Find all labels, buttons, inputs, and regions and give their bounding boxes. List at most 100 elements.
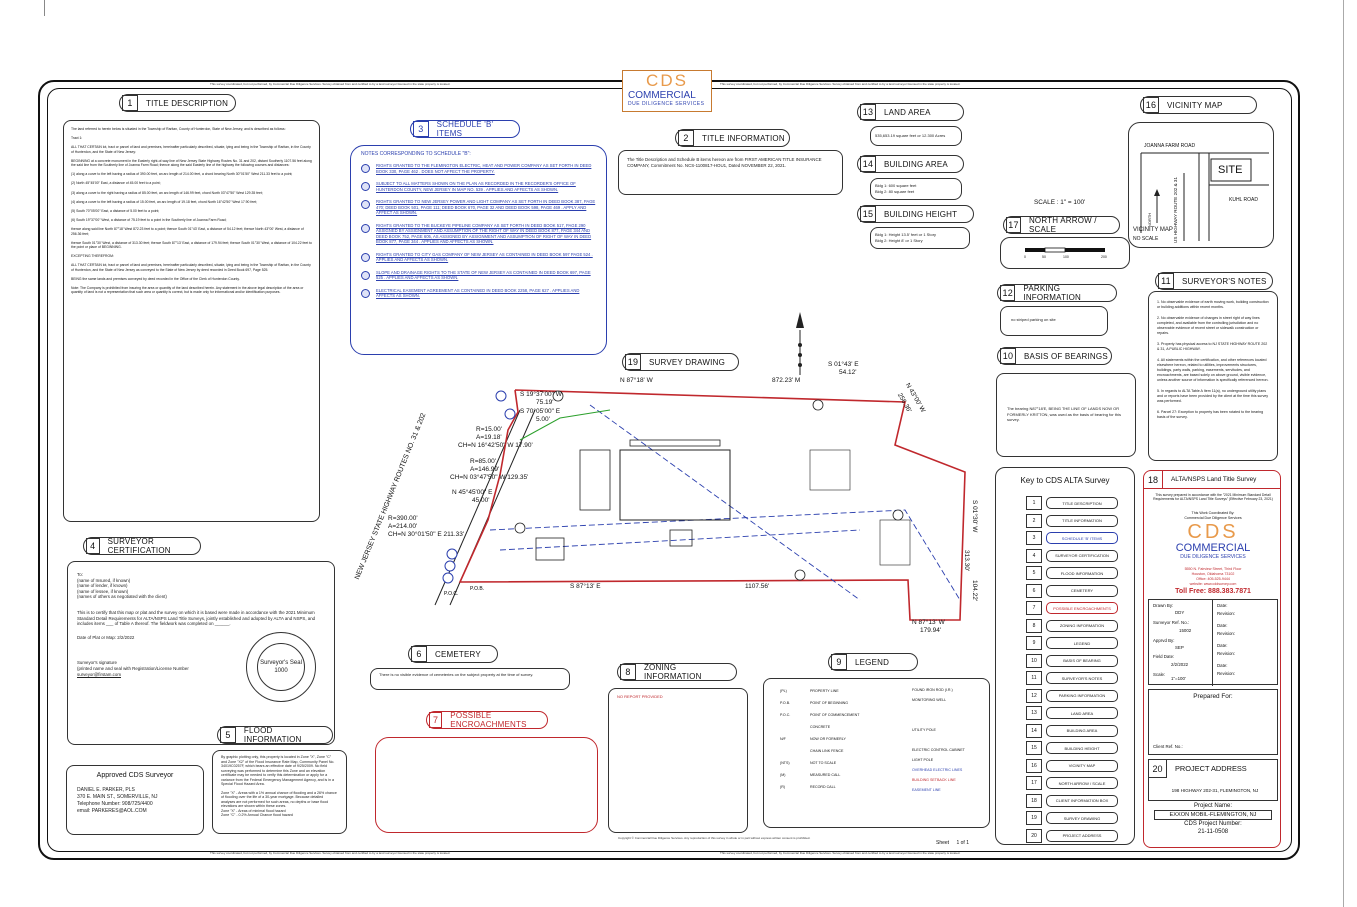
cds-logo: CDS COMMERCIAL DUE DILIGENCE SERVICES — [622, 70, 712, 112]
schedule-b-item-text: RIGHTS GRANTED TO NEW JERSEY POWER AND L… — [376, 199, 596, 215]
legend-label: BUILDING SETBACK LINE — [912, 778, 956, 782]
approved-surveyor-box: Approved CDS Surveyor DANIEL E. PARKER, … — [66, 765, 204, 835]
key-item: 7 POSSIBLE ENCROACHMENTS — [1026, 601, 1134, 615]
key-item-number: 19 — [1026, 811, 1042, 825]
key-item-label: LAND AREA — [1046, 707, 1118, 719]
key-item-label: PARKING INFORMATION — [1046, 689, 1118, 702]
legal-paragraph: (3) along a curve to the right having a … — [71, 190, 263, 195]
legend-item: P.O.C.POINT OF COMMENCEMENT — [780, 709, 880, 721]
client-box-toll: Toll Free: 888.383.7871 — [1175, 588, 1251, 595]
schedule-b-item-text: ELECTRICAL EASEMENT AGREEMENT AS CONTAIN… — [376, 287, 580, 299]
key-item-number: 2 — [1026, 513, 1042, 528]
parking-header: 12 PARKING INFORMATION — [997, 284, 1117, 302]
schedule-b-box: NOTES CORRESPONDING TO SCHEDULE "B": RIG… — [350, 145, 607, 355]
bottom-note-left: This survey coordinated, but not perform… — [210, 851, 451, 855]
key-item-label: BUILDING HEIGHT — [1046, 742, 1118, 754]
bearings-header: 10 BASIS OF BEARINGS — [997, 347, 1112, 365]
schedule-b-header: 3 SCHEDULE 'B' ITEMS — [410, 120, 520, 138]
key-item-number: 7 — [1026, 601, 1042, 615]
schedule-b-marker-icon — [361, 288, 370, 298]
key-item-label: TITLE INFORMATION — [1046, 514, 1118, 527]
key-item-number: 17 — [1026, 776, 1042, 790]
logo-word: COMMERCIAL — [628, 90, 696, 101]
building-area-header: 14 BUILDING AREA — [857, 155, 964, 173]
key-item-label: SURVEY DRAWING — [1046, 812, 1118, 824]
schedule-b-item-text: SLOPE AND DRAINAGE RIGHTS TO THE STATE O… — [376, 269, 591, 281]
legal-paragraph: BEING the same lands and premises convey… — [71, 276, 240, 281]
title-description-box: The land referred to herein below is sit… — [63, 120, 320, 522]
legend-item: (M) MEASURED CALL — [780, 769, 880, 781]
legend-label: MONITORING WELL — [912, 698, 947, 702]
project-name-area: Project Name: EXXON MOBIL-FLEMINGTON, NJ… — [1148, 802, 1278, 836]
schedule-b-list: RIGHTS GRANTED TO THE FLEMINGTON ELECTRI… — [361, 163, 596, 299]
key-item-number: 6 — [1026, 583, 1042, 598]
key-item-label: POSSIBLE ENCROACHMENTS — [1046, 602, 1118, 614]
key-item-number: 12 — [1026, 688, 1042, 703]
legend-symbol: (M) — [780, 773, 786, 777]
schedule-b-item: SLOPE AND DRAINAGE RIGHTS TO THE STATE O… — [361, 270, 596, 281]
key-item-label: SCHEDULE 'B' ITEMS — [1046, 532, 1118, 544]
legend-label: MEASURED CALL — [810, 773, 841, 777]
legend-label: FOUND IRON ROD (I.R.) — [912, 688, 953, 692]
copyright-note: Copyright © Commercial Due Diligence Ser… — [618, 836, 811, 840]
client-info-box: 18 ALTA/NSPS Land Title Survey This surv… — [1143, 470, 1281, 848]
svg-text:P.O.C.: P.O.C. — [444, 591, 458, 597]
north-arrow-header: 17 NORTH ARROW / SCALE — [1003, 216, 1120, 234]
surveyor-notes-list: 1. No observable evidence of earth movin… — [1157, 300, 1269, 420]
legend-item: UTILITY POLE — [882, 725, 987, 735]
surveyor-notes-header: 11 SURVEYOR'S NOTES — [1155, 272, 1273, 290]
schedule-b-item: RIGHTS GRANTED TO CITY GAS COMPANY OF NE… — [361, 252, 596, 263]
building-area-box: Bldg 1: 600 square feet Bldg 2: 80 squar… — [870, 178, 962, 200]
bottom-note-right: This survey coordinated, but not perform… — [720, 851, 961, 855]
vicinity-north-label: NORTH — [1147, 212, 1152, 227]
page-edge-line — [1343, 0, 1344, 907]
legal-paragraph: EXCEPTING THEREFROM: — [71, 254, 114, 259]
surveyor-note: 3. Property has physical access to NJ ST… — [1157, 342, 1268, 351]
legend-label: LIGHT POLE — [912, 758, 934, 762]
survey-drawing: P.O.C. P.O.B. NEW JERSEY STATE HIGHWAY R… — [340, 300, 1000, 650]
legal-paragraph: (1) along a curve to the left having a r… — [71, 172, 293, 177]
key-item-label: FLOOD INFORMATION — [1046, 567, 1118, 579]
curve-1: R=15.00' A=19.18' CH=N 16°42'50" W 17.90… — [458, 426, 533, 449]
schedule-b-item-text: RIGHTS GRANTED TO THE FLEMINGTON ELECTRI… — [376, 163, 592, 174]
vicinity-map-header: 16 VICINITY MAP — [1140, 96, 1257, 114]
legend-item: CONCRETE — [780, 721, 880, 733]
scale-bar-box: 0 50 100 200 — [1000, 237, 1130, 269]
svg-text:P.O.B.: P.O.B. — [470, 586, 484, 592]
vicinity-route: US HIGHWAY ROUTE 202 & 31 — [1173, 176, 1178, 243]
vicinity-map-box: JOANNA FARM ROAD KUHL ROAD SITE US HIGHW… — [1128, 122, 1274, 248]
key-item-number: 16 — [1026, 758, 1042, 773]
top-note: This survey coordinated, but not perform… — [210, 82, 451, 86]
legend-item — [882, 715, 987, 725]
zoning-box: NO REPORT PROVIDED — [608, 688, 748, 833]
title-information-header: 2 TITLE INFORMATION — [675, 129, 790, 147]
schedule-b-marker-icon — [361, 164, 370, 173]
cemetery-header: 6 CEMETERY — [408, 645, 498, 663]
legend-label: CHAIN LINK FENCE — [810, 749, 844, 753]
surveyor-note: 5. In regards to ALTA Table A Item 11(a)… — [1157, 389, 1269, 403]
legend-right-column: FOUND IRON ROD (I.R.) MONITORING WELL UTIL… — [882, 685, 987, 795]
surveyor-cert-header: 4 SURVEYOR CERTIFICATION — [83, 537, 201, 555]
schedule-b-item-text: SUBJECT TO ALL MATTERS SHOWN ON THE PLAN… — [376, 181, 576, 192]
legal-paragraph: (2) North 45°45'00" East, a distance of … — [71, 181, 161, 186]
vicinity-scale: NO SCALE — [1133, 236, 1159, 242]
legend-item: EASEMENT LINE — [882, 785, 987, 795]
surveyor-note: 2. No observable evidence of changes in … — [1157, 316, 1260, 335]
legend-symbol: P.O.B. — [780, 701, 791, 705]
crop-mark — [44, 0, 45, 16]
schedule-b-item-text: RIGHTS GRANTED TO CITY GAS COMPANY OF NE… — [376, 251, 593, 263]
surveyor-cert-box: To: (name of Insured, if known) (name of… — [67, 561, 335, 745]
legend-item: LIGHT POLE — [882, 755, 987, 765]
legend-item: (R)RECORD CALL — [780, 781, 880, 793]
key-item-label: TITLE DESCRIPTION — [1046, 497, 1118, 509]
key-item-label: SURVEYOR'S NOTES — [1046, 672, 1118, 684]
vicinity-road1: JOANNA FARM ROAD — [1144, 143, 1196, 149]
